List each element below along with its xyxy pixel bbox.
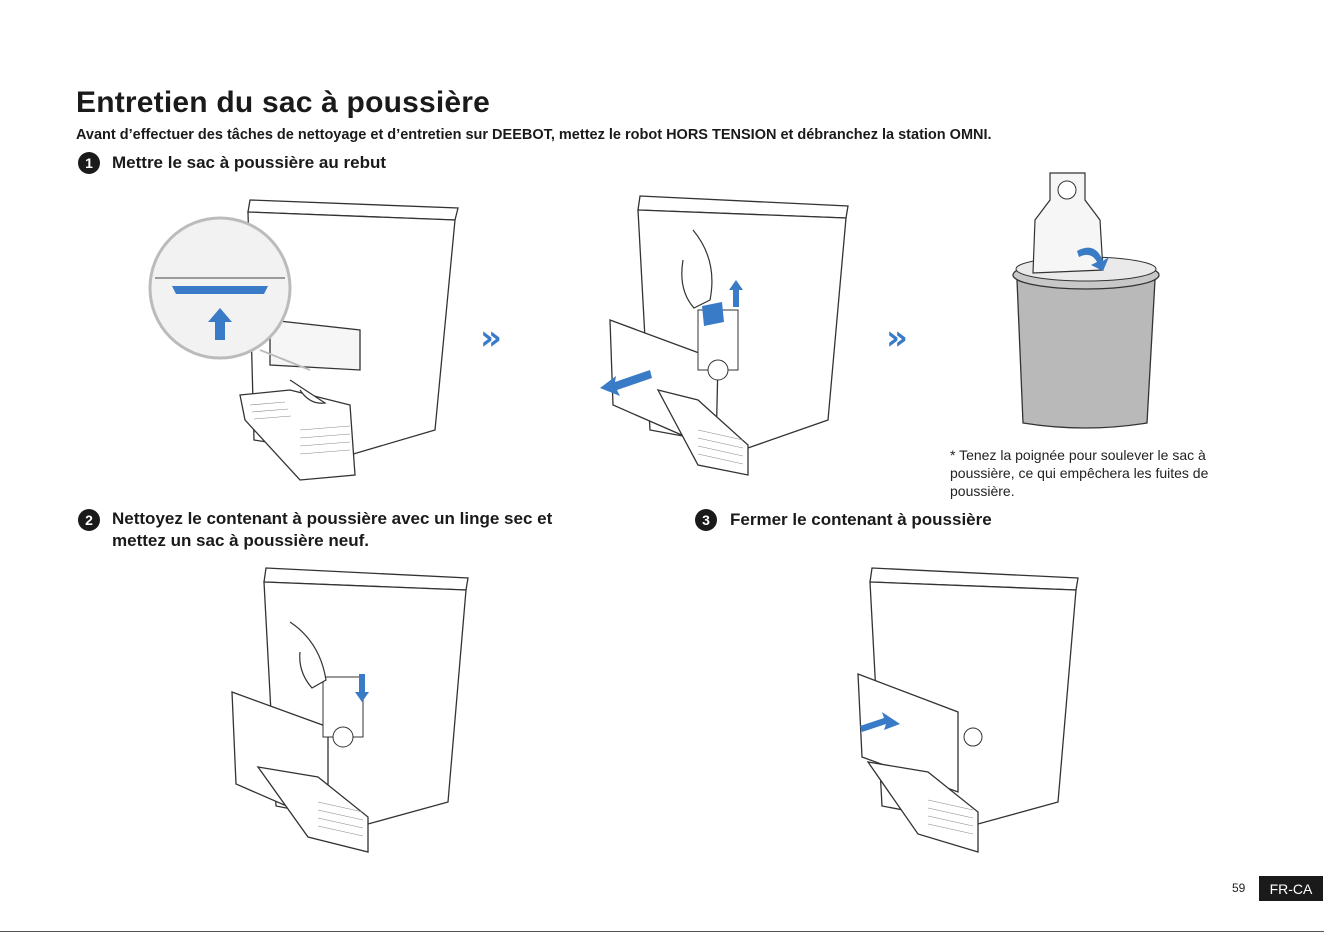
page-number: 59 bbox=[1232, 881, 1245, 895]
locale-badge: FR-CA bbox=[1259, 876, 1323, 901]
station-illustration-remove-bag bbox=[598, 190, 868, 490]
bottom-rule bbox=[0, 931, 1324, 932]
step-2-badge: 2 bbox=[78, 509, 100, 531]
step-2-title-line2: mettez un sac à poussière neuf. bbox=[112, 530, 369, 552]
station-illustration-close-container bbox=[848, 562, 1088, 862]
page-title: Entretien du sac à poussière bbox=[76, 86, 490, 120]
step-3-title: Fermer le contenant à poussière bbox=[730, 509, 992, 531]
safety-warning: Avant d’effectuer des tâches de nettoyag… bbox=[76, 127, 992, 143]
step-3-badge: 3 bbox=[695, 509, 717, 531]
chevron-right-icon: » bbox=[480, 318, 502, 358]
chevron-right-icon: » bbox=[886, 318, 908, 358]
step-1-title: Mettre le sac à poussière au rebut bbox=[112, 152, 386, 174]
step-1-badge: 1 bbox=[78, 152, 100, 174]
bag-handling-note: * Tenez la poignée pour soulever le sac … bbox=[950, 446, 1250, 500]
station-illustration-open-lid bbox=[150, 190, 470, 490]
trash-bin-illustration bbox=[1005, 165, 1175, 435]
station-illustration-insert-bag bbox=[228, 562, 478, 862]
step-2-title-line1: Nettoyez le contenant à poussière avec u… bbox=[112, 508, 552, 530]
